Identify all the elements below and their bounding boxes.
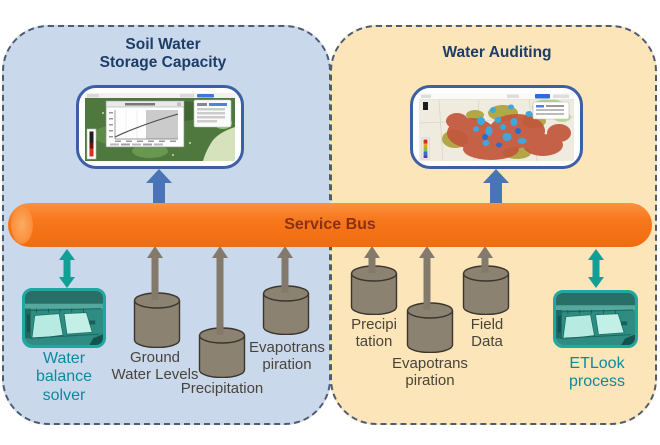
- evapotranspiration-right-cylinder: [406, 302, 454, 353]
- field-data-label: Field Data: [470, 316, 504, 350]
- swsc-result-up-arrow: [146, 169, 172, 204]
- wa-result-up-arrow: [483, 169, 509, 204]
- ground-water-levels-arrow: [147, 246, 163, 300]
- evapotranspiration-left-label: Evapotrans piration: [249, 339, 325, 373]
- wa-app-screenshot: [419, 93, 574, 161]
- wa-screenshot-frame: [410, 85, 583, 169]
- etlook-double-arrow: [588, 249, 604, 288]
- service-bus-label: Service Bus: [284, 216, 376, 233]
- right-panel-title: Water Auditing: [442, 44, 552, 61]
- left-panel-title: Soil Water Storage Capacity: [99, 36, 227, 72]
- aerial-plant-photo: [25, 291, 103, 345]
- ground-water-levels-cylinder: [133, 292, 181, 348]
- precipitation-left-arrow: [212, 246, 228, 335]
- evapotranspiration-left-arrow: [277, 246, 293, 293]
- field-data-cylinder: [462, 265, 510, 315]
- etlook-process-label: ETLook process: [568, 355, 626, 391]
- ground-water-levels-label: Ground Water Levels: [111, 349, 199, 383]
- water-balance-solver-image: [22, 288, 106, 348]
- water-balance-solver-double-arrow: [59, 249, 75, 288]
- service-bus: Service Bus: [8, 203, 652, 247]
- precipitation-right-arrow: [364, 246, 380, 273]
- evapotranspiration-right-label: Evapotrans piration: [392, 355, 468, 389]
- etlook-process-image: [553, 290, 638, 348]
- field-data-arrow: [477, 246, 493, 273]
- evapotranspiration-right-arrow: [419, 246, 435, 310]
- precipitation-right-cylinder: [350, 265, 398, 315]
- precipitation-right-label: Precipi tation: [351, 316, 397, 350]
- precipitation-left-label: Precipitation: [180, 380, 264, 397]
- swsc-screenshot-frame: [76, 85, 244, 169]
- evapotranspiration-left-cylinder: [262, 285, 310, 335]
- aerial-plant-photo: [556, 293, 635, 345]
- precipitation-left-cylinder: [198, 327, 246, 378]
- water-balance-solver-label: Water balance solver: [35, 350, 93, 404]
- swsc-app-screenshot: [85, 93, 235, 161]
